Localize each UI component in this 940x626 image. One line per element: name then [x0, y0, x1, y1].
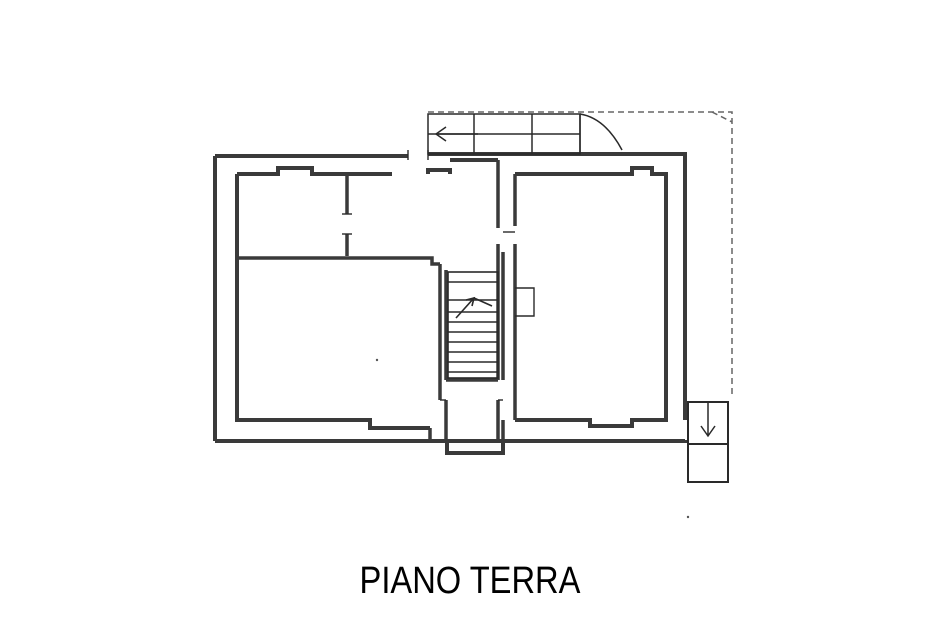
- stair-arrow: [455, 296, 493, 319]
- left-inner-wall: [235, 174, 430, 430]
- staircase: [447, 271, 499, 379]
- floor-title: PIANO TERRA: [359, 560, 581, 602]
- stair-wall-left: [438, 264, 448, 400]
- specks: [375, 358, 690, 519]
- openings: [342, 150, 535, 401]
- porch-curve: [579, 113, 623, 151]
- porch-arrow: [434, 126, 478, 142]
- boundary-dashed: [428, 111, 733, 395]
- side-arrow: [700, 402, 716, 438]
- exterior-walls: [213, 152, 687, 455]
- outer-wall: [213, 152, 687, 455]
- bottom-corridor: [428, 420, 515, 443]
- inner-wall: [237, 158, 668, 428]
- side-steps: [687, 401, 729, 483]
- side-step-lower: [687, 443, 729, 483]
- boundary-line: [428, 111, 733, 395]
- porch-top: [427, 113, 623, 155]
- stair-wall-bottom: [444, 378, 500, 441]
- partition-top-left: [237, 256, 440, 266]
- boundary-tick: [711, 111, 733, 123]
- stair-frame: [447, 271, 499, 379]
- door-swing-right: [515, 287, 535, 317]
